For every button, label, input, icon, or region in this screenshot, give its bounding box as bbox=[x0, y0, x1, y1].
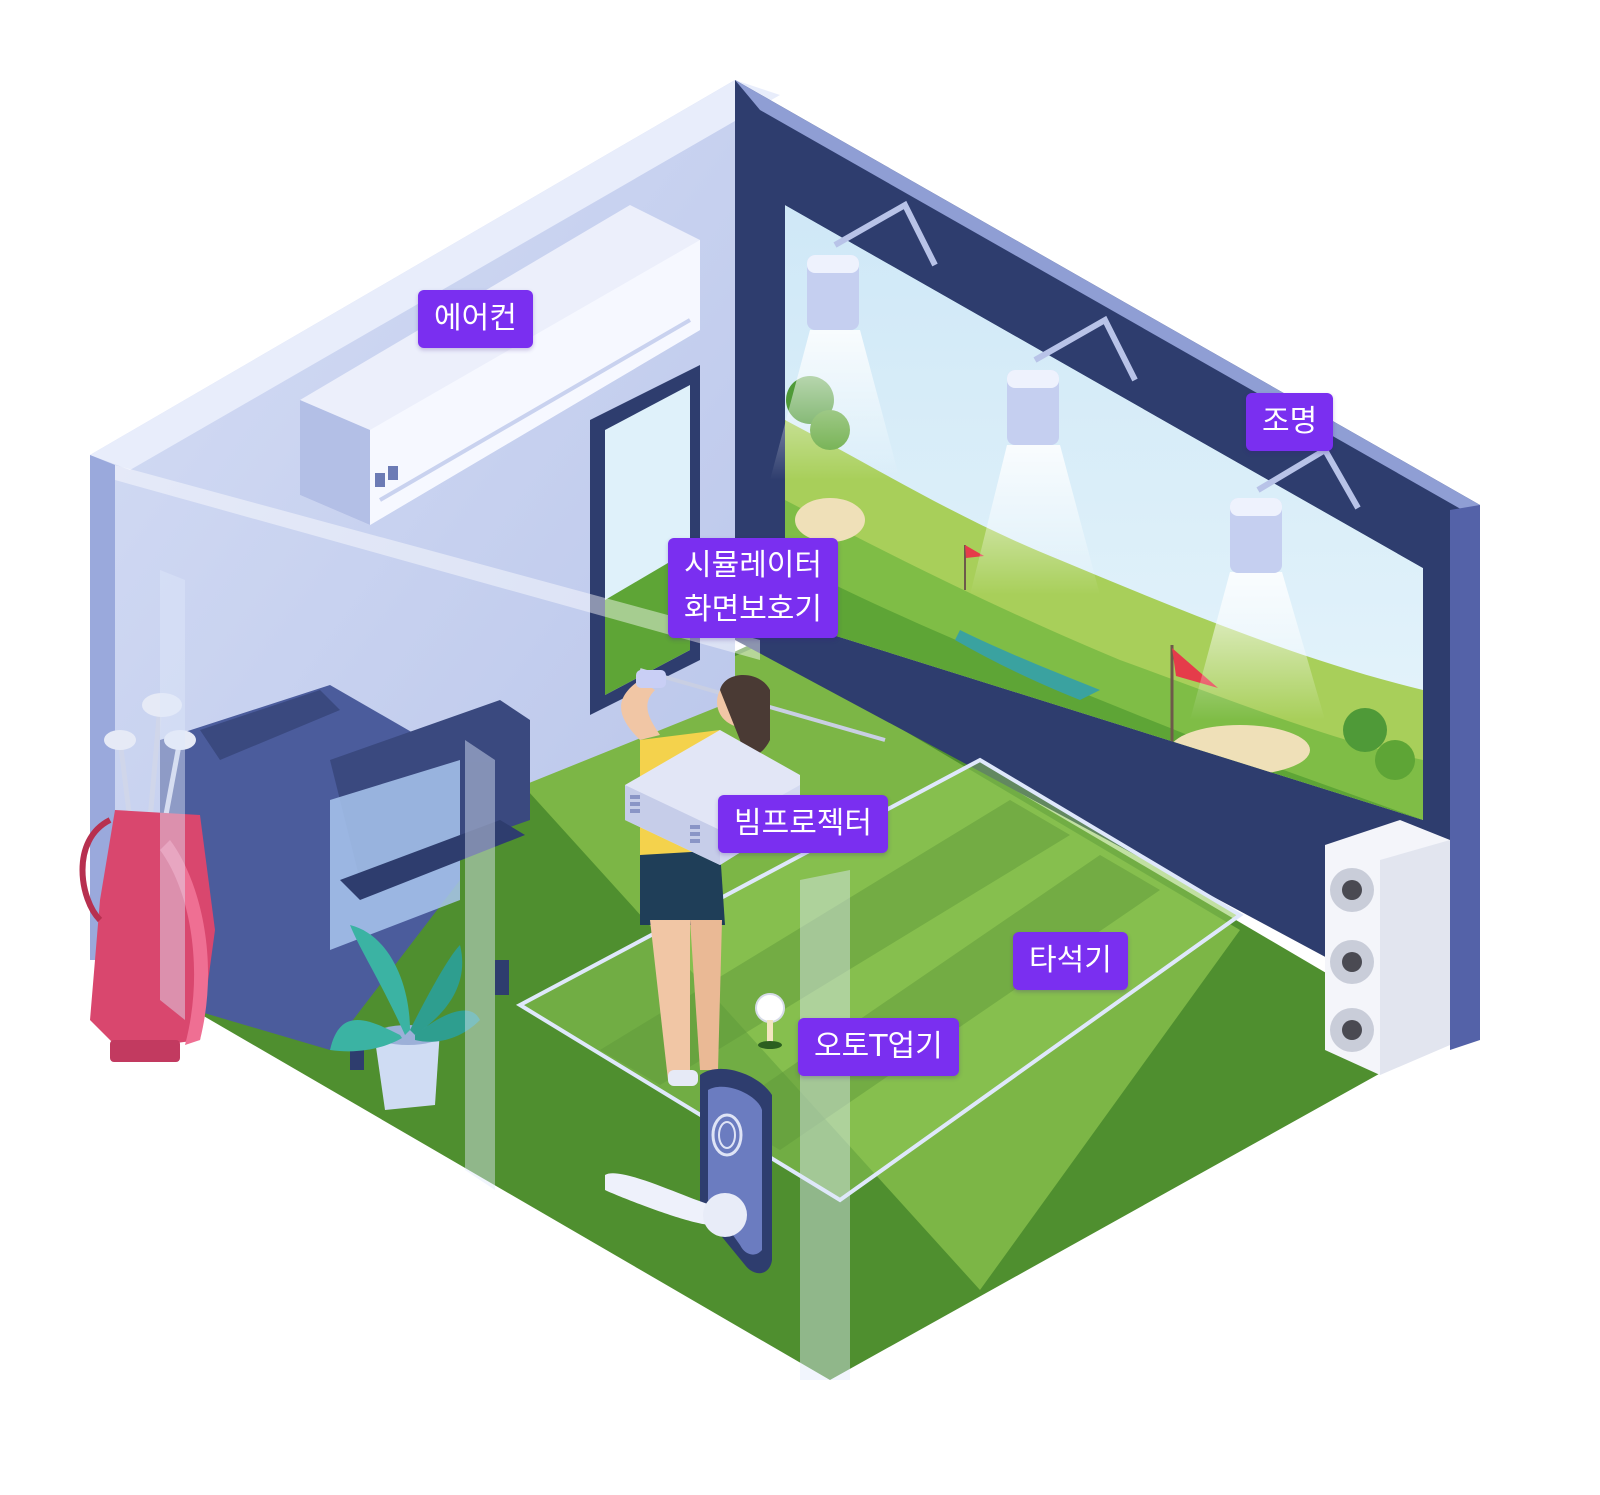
auto-tee-ball bbox=[755, 993, 785, 1049]
label-screen-line2: 화면보호기 bbox=[684, 592, 822, 627]
label-projector: 빔프로젝터 bbox=[718, 795, 888, 853]
label-auto-tee: 오토T업기 bbox=[798, 1018, 959, 1076]
speaker bbox=[1325, 820, 1450, 1075]
air-conditioner bbox=[300, 205, 700, 525]
screen-frame-side bbox=[1450, 505, 1480, 1050]
label-hitting-mat: 타석기 bbox=[1013, 932, 1128, 990]
label-aircon: 에어컨 bbox=[418, 290, 533, 348]
label-aircon-text: 에어컨 bbox=[434, 301, 517, 336]
label-projector-text: 빔프로젝터 bbox=[734, 806, 872, 841]
plant bbox=[330, 925, 480, 1110]
label-auto-tee-text: 오토T업기 bbox=[814, 1029, 943, 1064]
glass-partitions bbox=[115, 465, 850, 1380]
label-hitting-mat-text: 타석기 bbox=[1029, 943, 1112, 978]
golf-bag bbox=[79, 693, 215, 1062]
ceiling-lights bbox=[770, 200, 1361, 720]
label-screen-protector: 시뮬레이터 화면보호기 bbox=[668, 538, 838, 638]
digital-door-lock bbox=[605, 1068, 772, 1274]
left-wall-top-edge bbox=[90, 80, 780, 470]
label-lighting: 조명 bbox=[1246, 393, 1334, 451]
label-lighting-text: 조명 bbox=[1262, 404, 1318, 439]
label-screen-line1: 시뮬레이터 bbox=[684, 548, 822, 583]
